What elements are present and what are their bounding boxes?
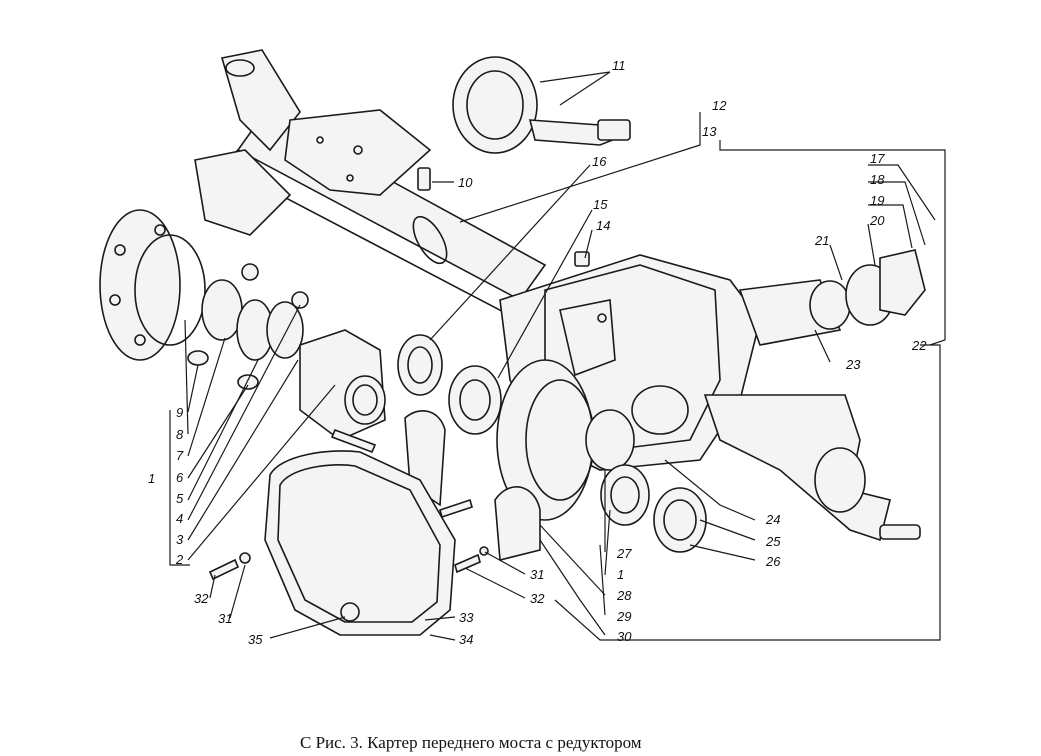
callout-16: 16 bbox=[592, 154, 607, 169]
differential-case-left-flange bbox=[99, 209, 206, 361]
callout-3: 3 bbox=[176, 532, 184, 547]
differential-gears bbox=[187, 263, 309, 390]
callout-30: 30 bbox=[617, 629, 632, 644]
callout-5: 5 bbox=[176, 491, 184, 506]
callout-31-right: 31 bbox=[530, 567, 544, 582]
ring-gear-and-pinion bbox=[452, 56, 631, 154]
callout-11: 11 bbox=[612, 58, 626, 73]
callout-8: 8 bbox=[176, 427, 184, 442]
callout-24: 24 bbox=[765, 512, 780, 527]
callout-34: 34 bbox=[459, 632, 473, 647]
callout-23: 23 bbox=[845, 357, 861, 372]
callout-32-left: 32 bbox=[194, 591, 209, 606]
callout-33: 33 bbox=[459, 610, 474, 625]
callout-29: 29 bbox=[616, 609, 631, 624]
callout-6: 6 bbox=[176, 470, 184, 485]
pinion-flange-and-bearings bbox=[809, 249, 926, 330]
callout-32-right: 32 bbox=[530, 591, 545, 606]
bearing-cap-lower bbox=[494, 486, 541, 562]
figure-caption: С Рис. 3. Картер переднего моста с редук… bbox=[300, 733, 642, 752]
callout-1-left: 1 bbox=[148, 471, 155, 486]
callout-35: 35 bbox=[248, 632, 263, 647]
steering-knuckle-arm bbox=[194, 49, 432, 236]
callout-20: 20 bbox=[869, 213, 885, 228]
callout-18: 18 bbox=[870, 172, 885, 187]
callout-7: 7 bbox=[176, 448, 184, 463]
callout-12: 12 bbox=[712, 98, 727, 113]
callout-1-right: 1 bbox=[617, 567, 624, 582]
callout-31-left: 31 bbox=[218, 611, 232, 626]
callout-19: 19 bbox=[870, 193, 884, 208]
callout-14: 14 bbox=[596, 218, 610, 233]
bearings-and-seals bbox=[397, 334, 502, 435]
callout-22: 22 bbox=[911, 338, 927, 353]
callout-13: 13 bbox=[702, 124, 717, 139]
callout-15: 15 bbox=[593, 197, 608, 212]
bolts-and-washers bbox=[208, 251, 590, 581]
callout-numbers: 10 11 12 13 16 15 14 17 18 19 20 21 22 2… bbox=[148, 58, 927, 647]
callout-17: 17 bbox=[870, 151, 885, 166]
callout-4: 4 bbox=[176, 511, 183, 526]
callout-28: 28 bbox=[616, 588, 632, 603]
callout-26: 26 bbox=[765, 554, 781, 569]
callout-leader-lines bbox=[169, 71, 946, 641]
callout-25: 25 bbox=[765, 534, 781, 549]
pinion-and-spacer bbox=[585, 385, 707, 553]
callout-27: 27 bbox=[616, 546, 632, 561]
differential-case-right-half bbox=[299, 329, 386, 441]
grease-fitting bbox=[417, 167, 431, 191]
housing-cover bbox=[264, 450, 456, 636]
callout-9: 9 bbox=[176, 405, 183, 420]
callout-10: 10 bbox=[458, 175, 473, 190]
callout-2: 2 bbox=[175, 552, 184, 567]
callout-21: 21 bbox=[814, 233, 829, 248]
